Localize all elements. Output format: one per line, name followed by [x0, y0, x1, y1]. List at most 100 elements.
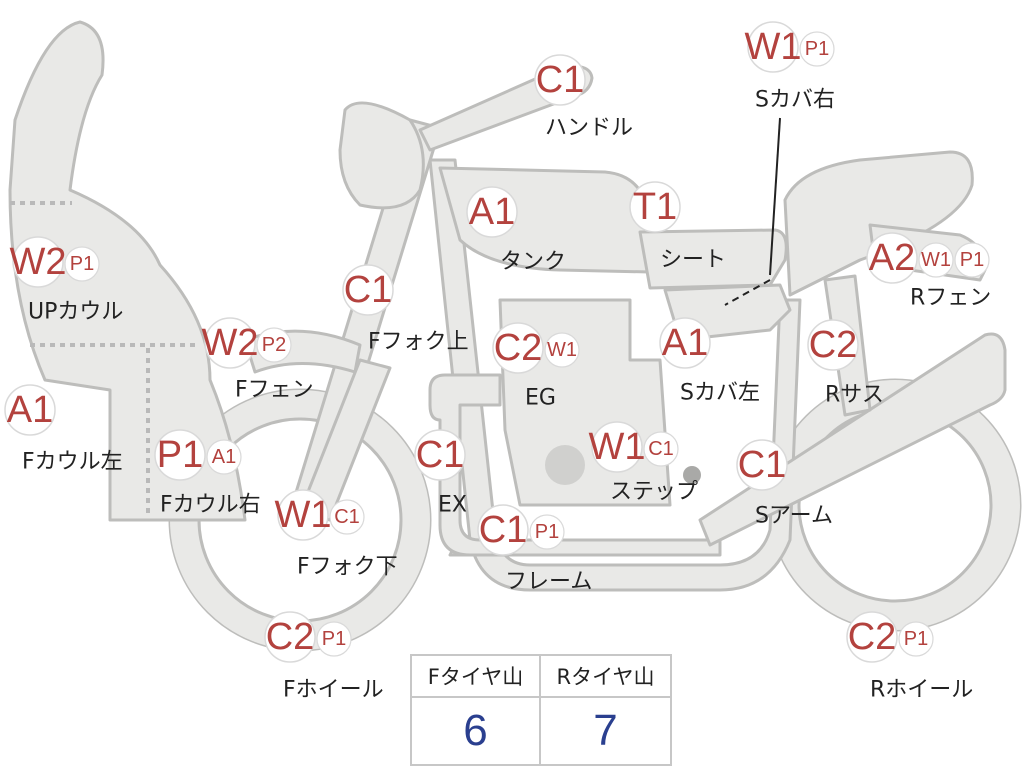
- r-fender-grade-3: P1: [960, 249, 984, 271]
- tank-grade-1: A1: [469, 191, 515, 233]
- f-cowl-right-grade-1: P1: [157, 434, 203, 476]
- r-fender-grade-circle-1: [866, 232, 918, 284]
- r-fender-grade-circle-2: [918, 242, 954, 278]
- r-wheel-grade-2: P1: [904, 628, 928, 650]
- r-sus-grade-circle-1: [807, 319, 859, 371]
- frame-shape: [428, 158, 802, 592]
- f-fender-grade-circle-2: [256, 327, 292, 363]
- f-cowl-right-grade-2: A1: [212, 446, 236, 468]
- f-wheel-grade-1: C2: [266, 616, 315, 658]
- f-fork-lower-grade-2: C1: [334, 506, 360, 528]
- frame-grade-1: C1: [479, 509, 528, 551]
- frame-grade-circle-1: [477, 504, 529, 556]
- s-cover-left-grade-1: A1: [662, 322, 708, 364]
- f-fender-label: Fフェン: [235, 378, 314, 403]
- tank-label: タンク: [500, 250, 566, 275]
- tank-grade-circle-1: [466, 186, 518, 238]
- f-fork-lower-grade-circle-1: [277, 489, 329, 541]
- s-arm-grade-circle-1: [736, 439, 788, 491]
- f-fender-grade-2: P2: [262, 334, 286, 356]
- eg-grade-circle-1: [492, 322, 544, 374]
- r-wheel-label: Rホイール: [870, 678, 973, 703]
- part-labels: UPカウル Fカウル左 Fカウル右 Fフェン Fフォク上 Fフォク下 Fホイール ハンドルタン…: [22, 88, 991, 703]
- f-wheel-grade-circle-2: [316, 621, 352, 657]
- f-fork-lower-grade-1: W1: [275, 494, 332, 536]
- f-cowl-right-grade-circle-1: [154, 429, 206, 481]
- s-cover-right-grade-2: P1: [805, 38, 829, 60]
- up-cowl-grade-circle-2: [64, 246, 100, 282]
- frame-label: フレーム: [505, 570, 592, 595]
- f-wheel-grade-circle-1: [264, 611, 316, 663]
- front-tire-header: Fタイヤ山: [412, 656, 541, 698]
- r-fender-grade-circle-3: [954, 242, 990, 278]
- ex-grade-circle-1: [414, 429, 466, 481]
- f-cowl-left-grade-circle-1: [4, 384, 56, 436]
- r-fender-label: Rフェン: [910, 286, 991, 311]
- side-cover-right-pointer: [769, 117, 781, 276]
- handle-grade-1: C1: [536, 59, 585, 101]
- up-cowl-grade-circle-1: [12, 236, 64, 288]
- headlight-shape: [338, 101, 425, 210]
- up-cowl-grade-2: P1: [70, 253, 94, 275]
- eg-label: EG: [525, 386, 556, 411]
- engine-cover: [545, 445, 585, 485]
- r-wheel-grade-circle-1: [846, 611, 898, 663]
- step-label: ステップ: [610, 480, 698, 505]
- seat-label: シート: [660, 248, 726, 273]
- seat-grade-circle-1: [629, 181, 681, 233]
- f-cowl-right-grade-circle-2: [206, 439, 242, 475]
- tire-tread-table: Fタイヤ山 Rタイヤ山 6 7: [410, 654, 672, 766]
- f-wheel-grade-2: P1: [322, 628, 346, 650]
- s-cover-right-grade-circle-2: [799, 31, 835, 67]
- eg-grade-2: W1: [547, 339, 577, 361]
- seat-grade-1: T1: [633, 186, 677, 228]
- exhaust-shape: [428, 373, 722, 557]
- step-grade-2: C1: [648, 438, 674, 460]
- up-cowl-grade-1: W2: [10, 241, 67, 283]
- handle-grade-circle-1: [534, 54, 586, 106]
- ex-grade-1: C1: [416, 434, 465, 476]
- f-fender-grade-1: W2: [202, 322, 259, 364]
- r-sus-grade-1: C2: [809, 324, 858, 366]
- s-arm-grade-1: C1: [738, 444, 787, 486]
- f-fork-upper-grade-circle-1: [342, 264, 394, 316]
- f-fork-upper-grade-1: C1: [344, 269, 393, 311]
- swing-arm-shape: [698, 332, 1007, 547]
- step-grade-1: W1: [589, 426, 646, 468]
- s-cover-right-grade-circle-1: [747, 21, 799, 73]
- r-wheel-grade-1: C2: [848, 616, 897, 658]
- f-fork-upper-label: Fフォク上: [368, 330, 469, 355]
- frame-grade-2: P1: [535, 521, 559, 543]
- r-fender-grade-1: A2: [869, 237, 915, 279]
- f-fork-lower-grade-circle-2: [329, 499, 365, 535]
- s-cover-right-label: Sカバ右: [755, 88, 835, 113]
- r-wheel-grade-circle-2: [898, 621, 934, 657]
- front-tire-value: 6: [412, 698, 541, 764]
- engine-bolt: [683, 466, 701, 484]
- frame-grade-circle-2: [529, 514, 565, 550]
- s-arm-label: Sアーム: [755, 504, 833, 529]
- f-cowl-left-grade-1: A1: [7, 389, 53, 431]
- up-cowl-label: UPカウル: [28, 300, 123, 325]
- s-cover-right-grade-1: W1: [745, 26, 802, 68]
- s-cover-left-label: Sカバ左: [680, 381, 760, 406]
- f-cowl-left-label: Fカウル左: [22, 450, 123, 475]
- f-fender-grade-circle-1: [204, 317, 256, 369]
- f-cowl-right-label: Fカウル右: [160, 493, 261, 518]
- step-grade-circle-2: [643, 431, 679, 467]
- eg-grade-1: C2: [494, 327, 543, 369]
- rear-tire-header: Rタイヤ山: [541, 656, 670, 698]
- ex-label: EX: [438, 493, 467, 518]
- f-fork-lower-label: Fフォク下: [297, 555, 398, 580]
- eg-grade-circle-2: [544, 332, 580, 368]
- r-fender-grade-2: W1: [921, 249, 951, 271]
- r-sus-label: Rサス: [825, 383, 884, 408]
- cowl-shape: [8, 20, 247, 522]
- handle-label: ハンドル: [545, 116, 633, 141]
- side-cover-right-pointer-dash: [724, 279, 771, 306]
- s-cover-left-grade-circle-1: [659, 317, 711, 369]
- step-grade-circle-1: [591, 421, 643, 473]
- f-wheel-label: Fホイール: [283, 678, 384, 703]
